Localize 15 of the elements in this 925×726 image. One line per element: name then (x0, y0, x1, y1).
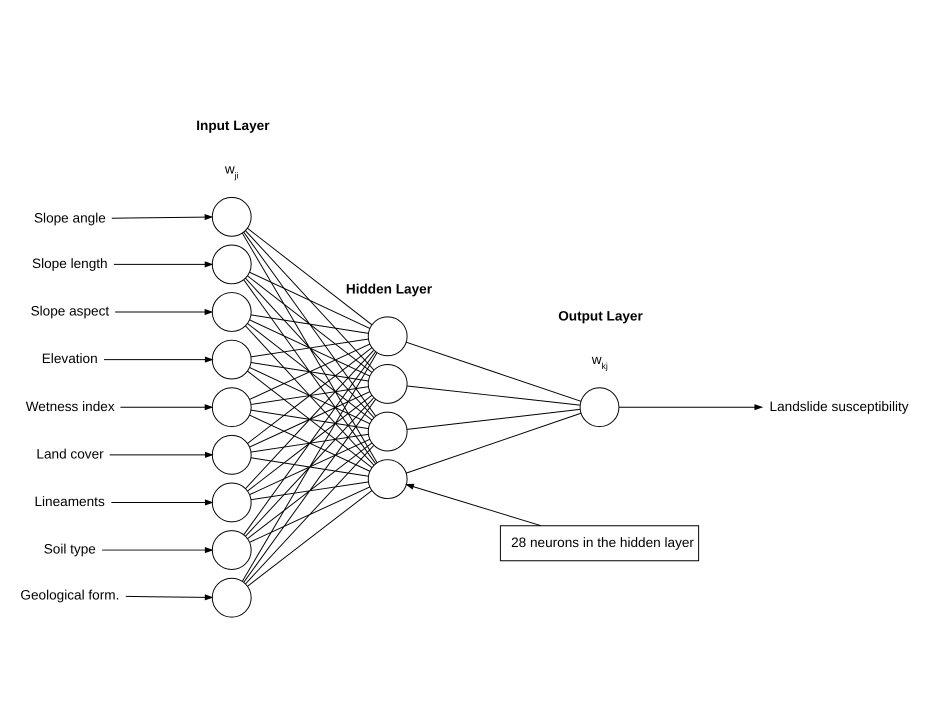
node-text: Elevation (42, 350, 98, 366)
node-text: Wetness index (26, 398, 115, 414)
node-text: Geological form. (20, 586, 120, 602)
label: w$_{ji}$ (224, 161, 239, 180)
node-text: Slope angle (34, 210, 106, 225)
node-text: Slope aspect (30, 303, 110, 318)
node-text: Soil type (44, 541, 96, 556)
label: Hidden Layer (346, 280, 432, 296)
label: w$_{kj}$ (592, 352, 608, 371)
label: Input Layer (196, 118, 270, 132)
node-text: Landslide susceptibility (770, 398, 909, 414)
label: Output Layer (558, 308, 643, 323)
node-text: Lineaments (34, 494, 105, 509)
node-text: Slope length (32, 255, 108, 270)
node-text: Land cover (36, 446, 104, 461)
